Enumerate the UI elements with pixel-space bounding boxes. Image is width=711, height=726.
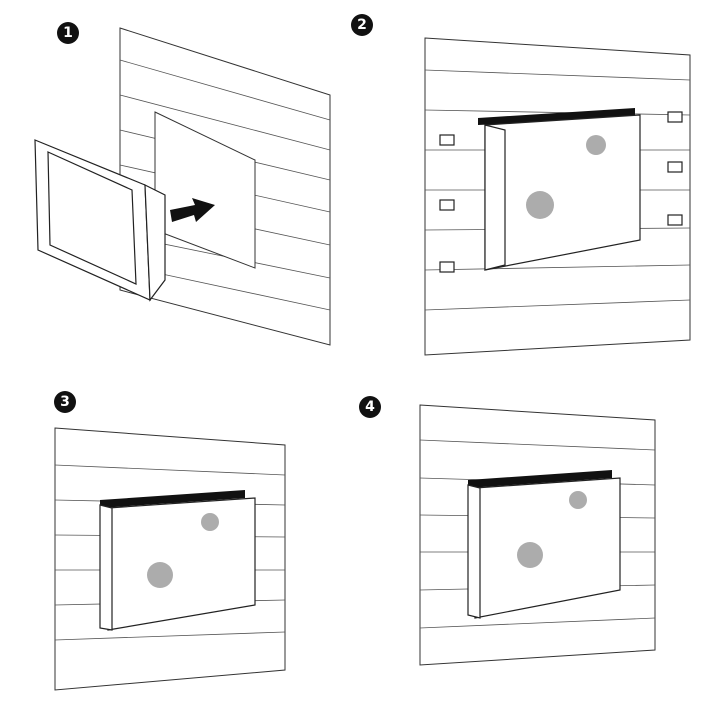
step-4-illustration [419, 404, 656, 666]
step-3-illustration [54, 427, 286, 691]
step-3-badge: 3 [54, 391, 76, 413]
arrow-icon [170, 198, 215, 222]
step-4-badge: 4 [359, 396, 381, 418]
step-2-illustration [424, 37, 691, 356]
step-1-illustration [34, 27, 331, 346]
step-1-badge: 1 [57, 22, 79, 44]
step-2-badge: 2 [351, 14, 373, 36]
